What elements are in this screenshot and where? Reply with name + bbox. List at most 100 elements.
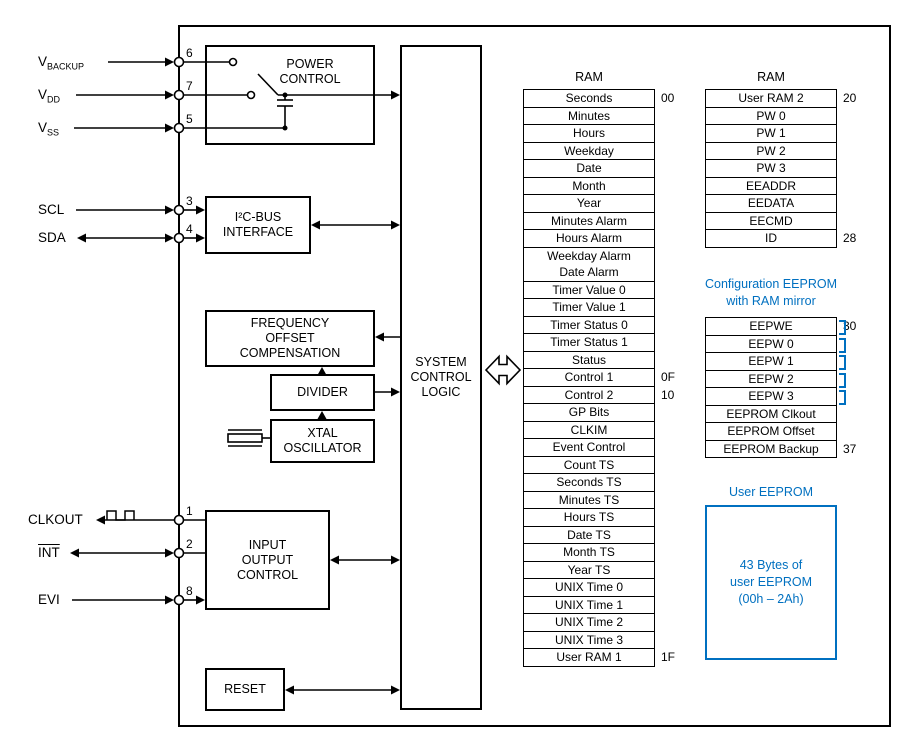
- register-label: Seconds TS: [556, 475, 622, 489]
- pin-label-int: INT: [38, 545, 60, 561]
- pin-number-5: 5: [186, 112, 193, 126]
- register-cell: Hours: [523, 124, 655, 143]
- register-row: Seconds 00: [523, 89, 674, 108]
- register-cell: PW 2: [705, 141, 837, 160]
- register-label: EECMD: [749, 213, 793, 228]
- register-label: Count TS: [563, 457, 615, 472]
- config-eeprom-title: Configuration EEPROM with RAM mirror: [704, 277, 837, 308]
- register-label: Year: [576, 196, 602, 210]
- pin-label-vdd: VDD: [38, 87, 60, 108]
- register-cell: Minutes TS: [523, 490, 655, 509]
- register-label: EEPWE: [749, 319, 793, 333]
- register-cell: Date: [523, 159, 655, 178]
- vdd-text: V: [38, 87, 48, 102]
- pin-number-1: 1: [186, 504, 193, 518]
- register-row: Minutes: [523, 106, 655, 125]
- register-row: Event Control: [523, 438, 655, 457]
- register-row: EEDATA: [705, 194, 837, 213]
- register-cell: EEPWE: [705, 317, 837, 336]
- system-control-logic-block: SYSTEM CONTROL LOGIC: [400, 45, 482, 710]
- register-cell: Control 2: [523, 385, 655, 404]
- register-label: EEPROM Backup: [723, 441, 819, 456]
- register-row: GP Bits: [523, 403, 655, 422]
- register-label: Control 2: [564, 387, 614, 402]
- ram-map-2: User RAM 2 20 PW 0 PW 1 PW 2: [705, 89, 856, 248]
- register-row: User RAM 1 1F: [523, 648, 675, 667]
- register-label: Control 1: [564, 370, 614, 384]
- register-row: Year: [523, 194, 655, 213]
- register-label: GP Bits: [568, 405, 610, 419]
- pin-label-clkout: CLKOUT: [28, 512, 83, 528]
- register-row: Timer Value 1: [523, 298, 655, 317]
- register-label: Date: [576, 161, 602, 175]
- register-label: Year TS: [567, 562, 611, 577]
- clkout-text: CLKOUT: [28, 512, 83, 527]
- register-cell: Year: [523, 194, 655, 213]
- pin-label-evi: EVI: [38, 592, 60, 608]
- register-label: Hours TS: [563, 510, 615, 524]
- register-row: Control 2 10: [523, 385, 674, 404]
- register-address: 28: [843, 231, 857, 245]
- register-cell: Minutes: [523, 106, 655, 125]
- register-cell: EEPROM Clkout: [705, 404, 837, 423]
- chip-boundary: [178, 25, 891, 727]
- register-label: User RAM 1: [556, 650, 622, 664]
- register-label: Status: [571, 352, 607, 367]
- register-label: Minutes: [567, 108, 611, 123]
- register-cell: GP Bits: [523, 403, 655, 422]
- register-label: Month TS: [563, 545, 615, 559]
- register-label: UNIX Time 2: [554, 615, 623, 629]
- register-label: Timer Status 1: [550, 335, 628, 349]
- io-control-label: INPUT OUTPUT CONTROL: [236, 537, 299, 582]
- register-row: Hours: [523, 124, 655, 143]
- ram1-header: RAM: [575, 70, 603, 84]
- register-label: PW 3: [756, 161, 786, 175]
- register-row: Date: [523, 159, 655, 178]
- pin-number-6: 6: [186, 46, 193, 60]
- reset-label: RESET: [224, 682, 266, 696]
- register-label: Month: [572, 178, 606, 193]
- int-text: INT: [38, 545, 60, 560]
- register-row: EEADDR: [705, 176, 837, 195]
- register-cell: Control 1: [523, 368, 655, 387]
- io-control-block: INPUT OUTPUT CONTROL: [205, 510, 330, 610]
- register-label: EEPW 1: [748, 354, 794, 368]
- register-address: 20: [843, 91, 857, 105]
- frequency-offset-block: FREQUENCY OFFSET COMPENSATION: [205, 310, 375, 367]
- register-label: Seconds: [565, 91, 613, 105]
- register-row: Weekday: [523, 141, 655, 160]
- register-address: 0F: [661, 370, 676, 384]
- register-label: ID: [765, 231, 777, 245]
- i2c-interface-block: I²C-BUS INTERFACE: [205, 196, 311, 254]
- register-label-2: Date Alarm: [559, 265, 619, 279]
- register-cell: EEPW 0: [705, 334, 837, 353]
- register-cell: Timer Status 0: [523, 315, 655, 334]
- register-row: EEPROM Backup 37: [705, 439, 856, 458]
- register-row: PW 2: [705, 141, 837, 160]
- pin-label-vbackup: VBACKUP: [38, 54, 84, 75]
- register-address: 10: [661, 387, 675, 402]
- register-cell: Event Control: [523, 438, 655, 457]
- pin-number-3: 3: [186, 194, 193, 208]
- register-cell: EEPW 3: [705, 387, 837, 406]
- register-row: EEPW 3: [705, 387, 846, 406]
- register-label: Hours Alarm: [555, 231, 623, 245]
- register-cell: Weekday Alarm Date Alarm: [523, 246, 655, 282]
- register-row: Timer Status 0: [523, 315, 655, 334]
- register-row: EEPROM Clkout: [705, 404, 837, 423]
- register-cell: Hours TS: [523, 508, 655, 527]
- register-cell: PW 3: [705, 159, 837, 178]
- power-control-block: POWER CONTROL: [205, 45, 375, 145]
- register-row: UNIX Time 0: [523, 578, 655, 597]
- register-label: Minutes Alarm: [550, 213, 628, 228]
- register-row: Hours Alarm: [523, 229, 655, 248]
- register-cell: Weekday: [523, 141, 655, 160]
- user-eeprom-body: 43 Bytes of user EEPROM (00h – 2Ah): [730, 558, 812, 606]
- register-row: Minutes TS: [523, 490, 655, 509]
- register-cell: Minutes Alarm: [523, 211, 655, 230]
- user-eeprom-title: User EEPROM: [728, 485, 814, 499]
- register-label: Event Control: [552, 440, 626, 454]
- register-cell: UNIX Time 1: [523, 595, 655, 614]
- pin-number-2: 2: [186, 537, 193, 551]
- ram-map-1: Seconds 00 Minutes Hours: [523, 89, 675, 667]
